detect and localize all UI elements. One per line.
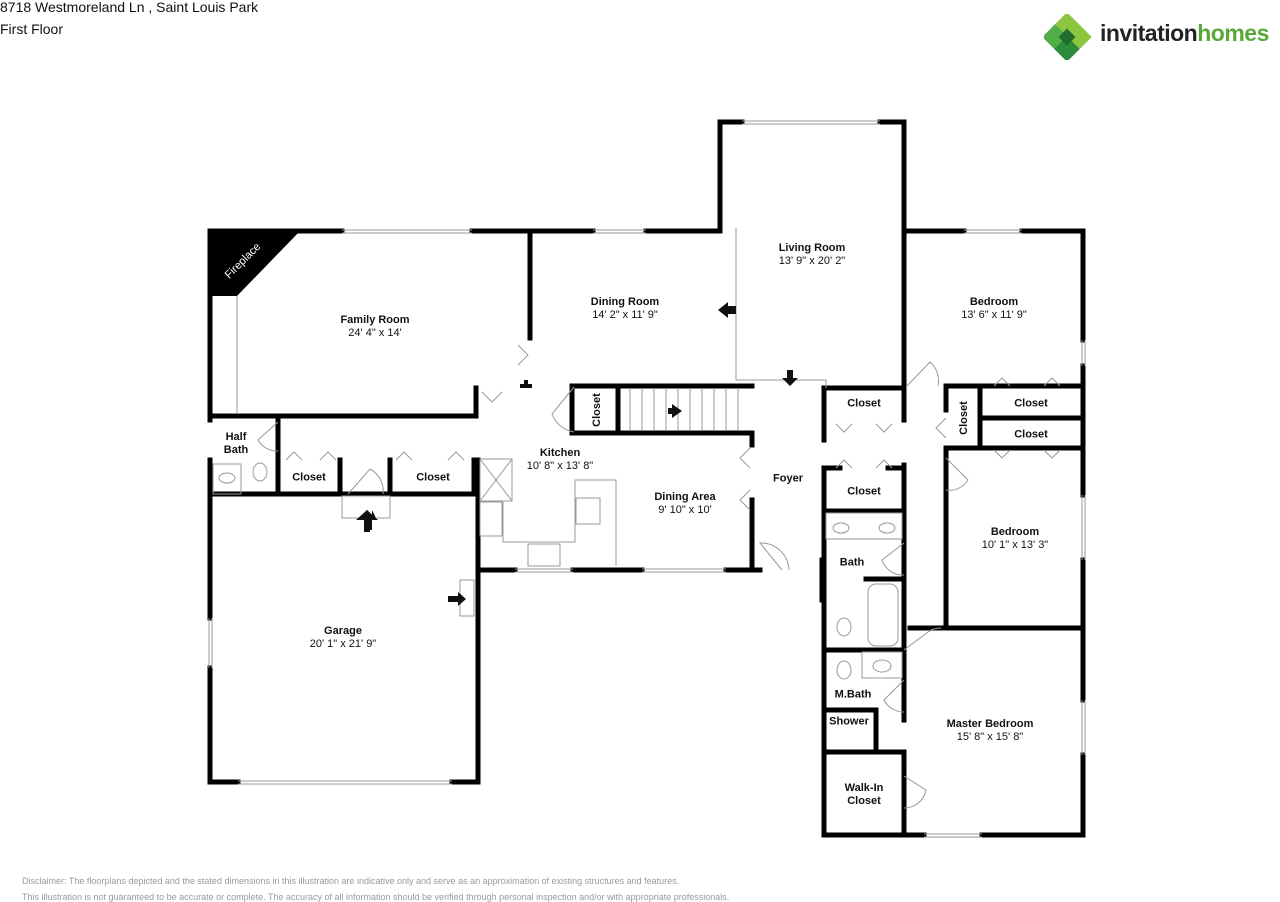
closet-1-label: Closet bbox=[292, 471, 326, 484]
m-bath-label: M.Bath bbox=[834, 688, 872, 701]
closet-stairs-label: Closet bbox=[591, 393, 603, 427]
floor-label: First Floor bbox=[0, 21, 63, 37]
disclaimer-line-2: This illustration is not guaranteed to b… bbox=[22, 892, 730, 902]
bedroom-2-label: Bedroom 10' 1" x 13' 3" bbox=[981, 526, 1049, 551]
master-bedroom-label: Master Bedroom 15' 8" x 15' 8" bbox=[946, 718, 1034, 743]
closet-hall-vertical-label: Closet bbox=[958, 401, 970, 435]
bath-label: Bath bbox=[839, 556, 865, 569]
family-room-label: Family Room 24' 4" x 14' bbox=[340, 314, 410, 339]
disclaimer-line-1: Disclaimer: The floorplans depicted and … bbox=[22, 876, 680, 886]
walk-in-closet-label: Walk-In Closet bbox=[844, 782, 884, 807]
living-room-label: Living Room 13' 9" x 20' 2" bbox=[778, 242, 846, 267]
closet-bed-top-label: Closet bbox=[1014, 397, 1048, 410]
closet-bed-bottom-label: Closet bbox=[1014, 428, 1048, 441]
address-title: 8718 Westmoreland Ln , Saint Louis Park bbox=[0, 0, 259, 15]
closet-foyer-top-label: Closet bbox=[847, 397, 881, 410]
brand-name: invitationhomes bbox=[1100, 20, 1269, 46]
invitation-homes-logo: invitationhomes bbox=[1044, 14, 1280, 60]
shower-label: Shower bbox=[829, 715, 869, 728]
half-bath-label: Half Bath bbox=[223, 431, 249, 456]
garage-label: Garage 20' 1" x 21' 9" bbox=[309, 625, 377, 650]
dining-area-label: Dining Area 9' 10" x 10' bbox=[654, 491, 716, 516]
foyer-label: Foyer bbox=[773, 472, 803, 485]
clover-logo-icon bbox=[1044, 14, 1092, 60]
closet-foyer-bottom-label: Closet bbox=[847, 485, 881, 498]
kitchen-label: Kitchen 10' 8" x 13' 8" bbox=[526, 447, 594, 472]
closet-2-label: Closet bbox=[416, 471, 450, 484]
dining-room-label: Dining Room 14' 2" x 11' 9" bbox=[590, 296, 660, 321]
bedroom-1-label: Bedroom 13' 6" x 11' 9" bbox=[961, 296, 1027, 321]
